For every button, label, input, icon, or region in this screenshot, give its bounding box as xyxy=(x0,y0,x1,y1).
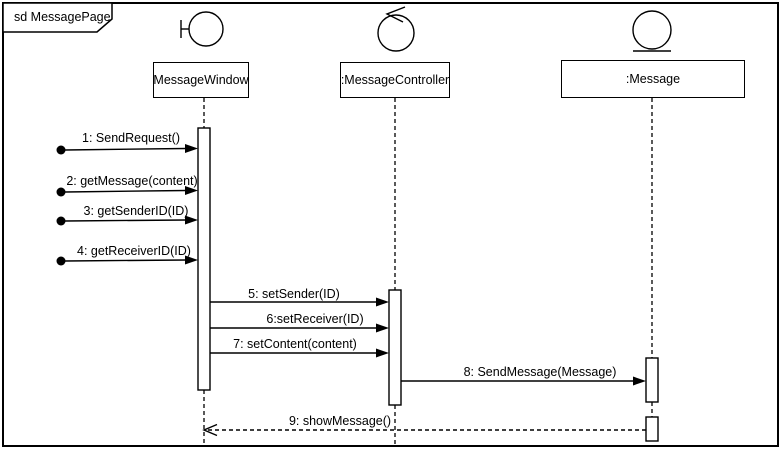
found-message-endpoint xyxy=(56,216,66,226)
message-label-7: 7: setContent(content) xyxy=(233,337,357,351)
lifeline-head-messagewindow: MessageWindow xyxy=(153,62,249,98)
activation-message-2 xyxy=(645,416,659,442)
lifeline-dashes xyxy=(203,98,653,445)
activation-bars xyxy=(197,127,659,442)
activation-messagecontroller xyxy=(388,289,402,406)
message-label-2: 2: getMessage(content) xyxy=(66,174,198,188)
lifeline-name: :MessageController xyxy=(340,73,450,87)
message-label-3: 3: getSenderID(ID) xyxy=(83,204,189,218)
found-message-endpoint xyxy=(56,145,66,155)
frame-title: sd MessagePage xyxy=(14,10,111,24)
entity-icon xyxy=(632,10,672,52)
control-icon xyxy=(377,6,415,52)
boundary-icon xyxy=(180,11,224,47)
activation-messagewindow xyxy=(197,127,211,391)
lifeline-name: MessageWindow xyxy=(153,73,249,87)
lifeline-head-message: :Message xyxy=(561,60,745,98)
lifeline-name: :Message xyxy=(625,72,681,86)
message-arrows xyxy=(56,144,646,437)
message-label-8: 8: SendMessage(Message) xyxy=(463,365,617,379)
found-message-endpoint xyxy=(56,256,66,266)
lifeline-head-messagecontroller: :MessageController xyxy=(340,62,450,98)
found-message-endpoint xyxy=(56,187,66,197)
message-label-1: 1: SendRequest() xyxy=(82,131,180,145)
frame-label-pentagon xyxy=(2,2,113,33)
activation-message-1 xyxy=(645,357,659,403)
message-label-5: 5: setSender(ID) xyxy=(248,287,340,301)
message-label-9: 9: showMessage() xyxy=(288,414,392,428)
message-label-4: 4: getReceiverID(ID) xyxy=(77,244,191,258)
message-label-6: 6:setReceiver(ID) xyxy=(266,312,364,326)
